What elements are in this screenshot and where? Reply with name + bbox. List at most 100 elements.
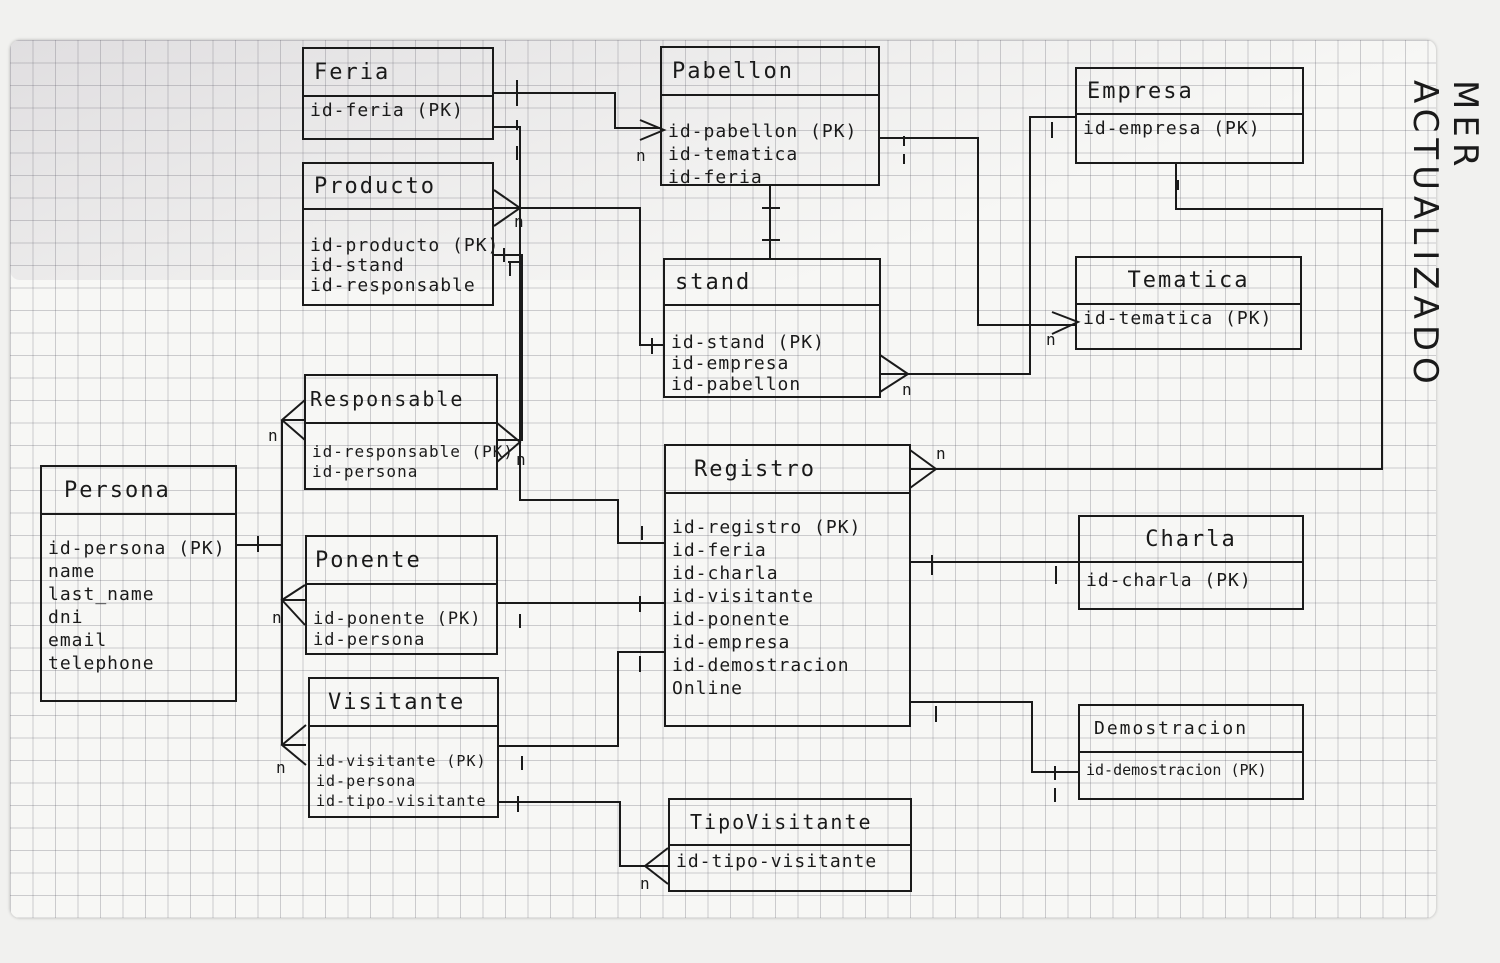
- entity-title: Ponente: [307, 537, 496, 585]
- entity-attrs: id-responsable (PK) id-persona: [306, 424, 515, 482]
- entity-registro: Registro id-registro (PK) id-feria id-ch…: [664, 444, 911, 727]
- attr: id-empresa: [672, 632, 791, 653]
- attr: last_name: [48, 584, 155, 605]
- attr: id-visitante (PK): [316, 752, 487, 770]
- attr: id-demostracion (PK): [1086, 761, 1267, 779]
- card-n-pabellon: n: [636, 146, 646, 165]
- entity-attrs: id-charla (PK): [1080, 563, 1302, 592]
- attr: id-feria: [668, 167, 763, 188]
- entity-title: Tematica: [1077, 258, 1300, 305]
- entity-attrs: id-stand (PK) id-empresa id-pabellon: [665, 306, 879, 395]
- attr: id-visitante: [672, 586, 815, 607]
- card-n-visitante: n: [276, 758, 286, 777]
- attr: id-persona (PK): [48, 538, 226, 559]
- entity-feria: Feria id-feria (PK): [302, 47, 494, 140]
- entity-title: Persona: [42, 467, 235, 515]
- entity-attrs: id-tipo-visitante: [670, 846, 910, 873]
- entity-attrs: id-empresa (PK): [1077, 115, 1302, 140]
- diagram-title: MER ACTUALIZADO: [1390, 80, 1500, 480]
- rel-empresa-registro: [909, 164, 1383, 489]
- attr: id-stand: [310, 255, 405, 276]
- attr: id-ponente: [672, 609, 791, 630]
- entity-title: Producto: [304, 164, 492, 210]
- entity-stand: stand id-stand (PK) id-empresa id-pabell…: [663, 258, 881, 398]
- entity-attrs: id-feria (PK): [304, 97, 492, 122]
- attr: id-feria: [672, 540, 767, 561]
- rel-visitante-registro: [498, 651, 664, 770]
- attr: id-tipo-visitante: [316, 792, 487, 810]
- attr: id-tipo-visitante: [676, 851, 878, 872]
- entity-title: Feria: [304, 49, 492, 97]
- entity-responsable: Responsable id-responsable (PK) id-perso…: [304, 374, 515, 490]
- entity-attrs: id-demostracion (PK): [1080, 753, 1302, 782]
- entity-persona: Persona id-persona (PK) name last_name d…: [40, 465, 237, 702]
- entity-attrs: id-pabellon (PK) id-tematica id-feria: [662, 96, 878, 189]
- rel-stand-empresa: [879, 116, 1076, 393]
- card-n-responsable: n: [268, 426, 278, 445]
- attr: id-pabellon (PK): [668, 121, 858, 142]
- entity-demostracion: Demostracion id-demostracion (PK): [1078, 704, 1304, 800]
- card-n-producto: n: [514, 212, 524, 231]
- rel-feria-pabellon: [494, 80, 667, 160]
- attr: email: [48, 630, 108, 651]
- attr: id-persona: [316, 772, 417, 790]
- diagram-title-text: MER ACTUALIZADO: [1405, 80, 1485, 390]
- rel-pabellon-stand: [762, 186, 780, 258]
- attr: id-feria (PK): [310, 100, 464, 121]
- attr: id-responsable: [310, 275, 476, 296]
- graph-paper: [10, 40, 1436, 918]
- entity-empresa: Empresa id-empresa (PK): [1075, 67, 1304, 164]
- card-n-ponente: n: [272, 608, 282, 627]
- entity-attrs: id-persona (PK) name last_name dni email…: [42, 515, 235, 675]
- attr: id-pabellon: [671, 374, 802, 395]
- card-n-tematica: n: [1046, 330, 1056, 349]
- attr: dni: [48, 607, 84, 628]
- attr: id-tematica (PK): [1083, 308, 1273, 329]
- attr: id-empresa: [671, 353, 790, 374]
- entity-title: Empresa: [1077, 69, 1302, 115]
- card-n-stand: n: [902, 380, 912, 399]
- entity-attrs: id-registro (PK) id-feria id-charla id-v…: [666, 494, 909, 700]
- entity-title: Charla: [1080, 517, 1302, 563]
- entity-attrs: id-ponente (PK) id-persona: [307, 585, 496, 651]
- attr: name: [48, 561, 96, 582]
- rel-visitante-tipovisitante: [498, 796, 669, 885]
- attr: telephone: [48, 653, 155, 674]
- attr: id-stand (PK): [671, 332, 825, 353]
- entity-title: Visitante: [310, 679, 497, 727]
- rel-ponente-registro: [498, 596, 664, 628]
- entity-producto: Producto id-producto (PK) id-stand id-re…: [302, 162, 498, 306]
- entity-title: stand: [665, 260, 879, 306]
- attr: id-responsable (PK): [312, 442, 515, 461]
- entity-attrs: id-producto (PK) id-stand id-responsable: [304, 210, 498, 296]
- entity-pabellon: Pabellon id-pabellon (PK) id-tematica id…: [660, 46, 880, 189]
- card-n-registro: n: [936, 444, 946, 463]
- entity-charla: Charla id-charla (PK): [1078, 515, 1304, 610]
- attr: id-tematica: [668, 144, 799, 165]
- attr: id-persona: [313, 630, 426, 650]
- rel-pabellon-tematica: [880, 136, 1081, 335]
- attr: id-empresa (PK): [1083, 118, 1261, 139]
- attr: Online: [672, 678, 744, 699]
- rel-producto-responsable: [494, 248, 523, 463]
- entity-attrs: id-visitante (PK) id-persona id-tipo-vis…: [310, 727, 497, 811]
- rel-demostracion-registro: [910, 701, 1078, 802]
- entity-title: Pabellon: [662, 48, 878, 96]
- attr: id-ponente (PK): [313, 609, 482, 629]
- entity-title: TipoVisitante: [670, 800, 910, 846]
- entity-title: Responsable: [306, 376, 496, 424]
- entity-ponente: Ponente id-ponente (PK) id-persona: [305, 535, 498, 655]
- entity-tematica: Tematica id-tematica (PK): [1075, 256, 1302, 350]
- rel-persona-subtypes: [236, 399, 307, 766]
- attr: id-charla (PK): [1086, 570, 1252, 591]
- rel-charla-registro: [910, 555, 1078, 584]
- rel-feria-registro: [494, 126, 664, 544]
- card-n-responsable-2: n: [516, 450, 526, 469]
- entity-title: Registro: [666, 446, 909, 494]
- attr: id-registro (PK): [672, 517, 862, 538]
- entity-visitante: Visitante id-visitante (PK) id-persona i…: [308, 677, 499, 818]
- entity-attrs: id-tematica (PK): [1077, 305, 1300, 330]
- attr: id-demostracion: [672, 655, 850, 676]
- card-n-tipovisitante: n: [640, 874, 650, 893]
